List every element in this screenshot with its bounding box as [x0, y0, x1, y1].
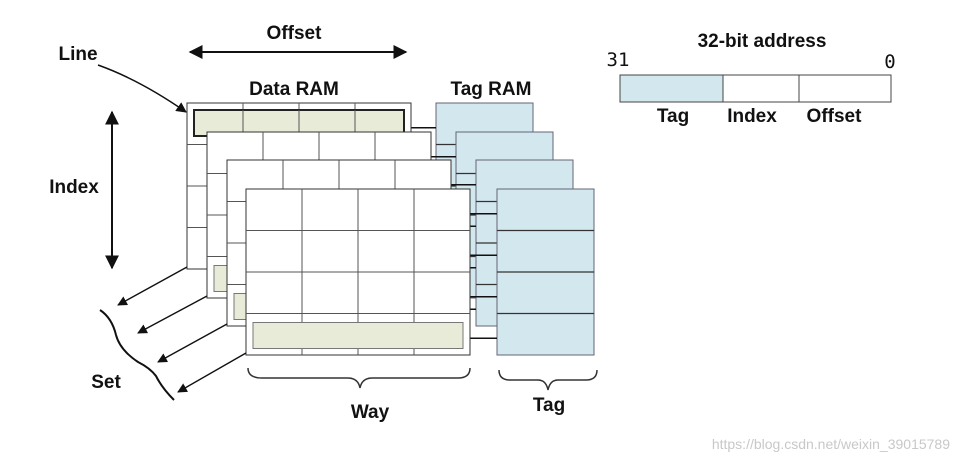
set-arrow: [137, 295, 208, 334]
address-field-tag-label: Tag: [657, 106, 689, 127]
address-bar: [619, 74, 892, 103]
tag-brace: [498, 369, 598, 391]
index-label: Index: [49, 177, 99, 198]
watermark: https://blog.csdn.net/weixin_39015789: [712, 436, 950, 452]
address-offset-field: [798, 74, 892, 103]
data-ram-label: Data RAM: [249, 79, 339, 100]
address-field-offset-label: Offset: [807, 106, 863, 127]
address-bit-high: 31: [607, 49, 630, 71]
set-label: Set: [91, 372, 121, 393]
way-4: [245, 188, 595, 356]
tag-label-bottom: Tag: [533, 395, 565, 416]
tag-ram-label: Tag RAM: [451, 79, 532, 100]
address-field-index-label: Index: [727, 106, 777, 127]
set-arrows: [117, 266, 247, 393]
cache-line-bottom: [252, 322, 464, 349]
way-brace: [247, 367, 471, 389]
address-index-field: [722, 74, 800, 103]
address-bit-low: 0: [884, 51, 895, 73]
way-label: Way: [351, 402, 390, 423]
address-tag-field: [619, 74, 724, 103]
set-brace: [99, 309, 175, 401]
address-title: 32-bit address: [698, 31, 827, 52]
cache-ways: [186, 102, 595, 356]
set-arrow: [117, 266, 188, 306]
set-arrow: [157, 323, 228, 363]
line-pointer-arrow: [97, 64, 187, 113]
line-label: Line: [58, 44, 97, 65]
offset-label: Offset: [267, 23, 323, 44]
set-arrow: [177, 352, 247, 393]
